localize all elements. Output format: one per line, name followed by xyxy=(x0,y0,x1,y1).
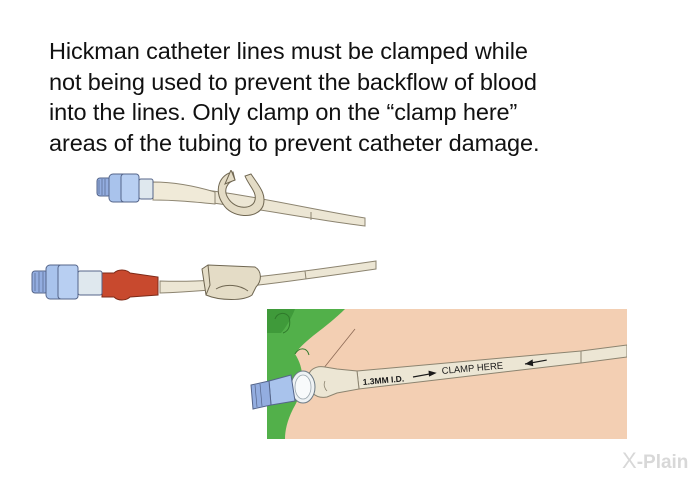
caption-line-1: Hickman catheter lines must be clamped w… xyxy=(49,38,528,64)
open-clamp-icon xyxy=(217,170,265,216)
caption-line-3: into the lines. Only clamp on the “clamp… xyxy=(49,99,518,125)
xplain-logo: X-Plain xyxy=(622,448,688,474)
caption-line-4: areas of the tubing to prevent catheter … xyxy=(49,129,540,156)
logo-x-glyph: X xyxy=(622,448,637,473)
closed-clamp-icon xyxy=(201,264,261,300)
logo-text: -Plain xyxy=(636,452,689,473)
caption-text: Hickman catheter lines must be clamped w… xyxy=(49,36,669,158)
open-clamp-illustration xyxy=(96,170,366,227)
chest-catheter-illustration: 1.3MM I.D. CLAMP HERE xyxy=(250,309,627,439)
caption-line-2: not being used to prevent the backflow o… xyxy=(49,68,537,95)
closed-clamp-illustration xyxy=(31,260,377,301)
tube-label-diameter: 1.3MM I.D. xyxy=(362,373,404,387)
tube-label-clamp-here: CLAMP HERE xyxy=(441,361,503,377)
